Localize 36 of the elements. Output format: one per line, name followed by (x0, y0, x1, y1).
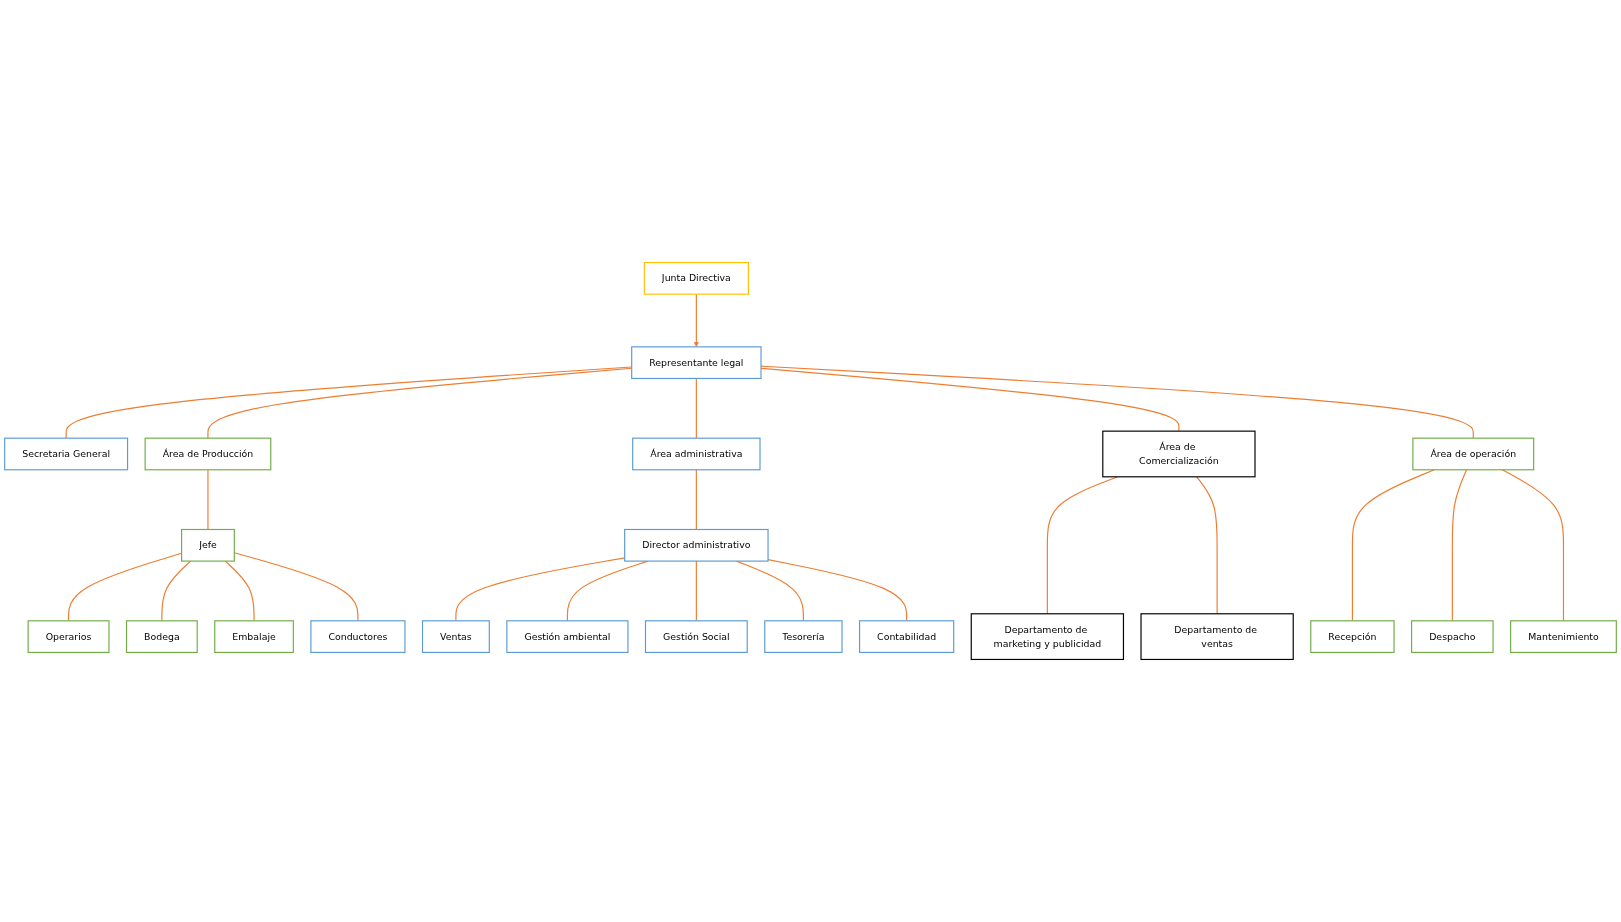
node-box: Departamento de marketing y publicidad (970, 613, 1125, 661)
connector (1046, 476, 1119, 615)
node-box: Despacho (1411, 620, 1494, 653)
node-box: Secretaria General (4, 437, 129, 471)
node-box: Departamento de ventas (1140, 613, 1294, 661)
node-box: Embalaje (214, 620, 294, 653)
connector (224, 560, 255, 622)
node-box: Junta Directiva (643, 261, 749, 295)
node-box: Gestión ambiental (506, 620, 629, 653)
node-box: Representante legal (631, 346, 762, 380)
connector (207, 469, 209, 531)
node-box: Mantenimiento (1510, 620, 1617, 653)
connector (695, 469, 697, 531)
connector (1196, 476, 1218, 615)
node-box: Área de Comercialización (1102, 430, 1256, 478)
node-box: Conductores (310, 620, 406, 653)
connector (1451, 469, 1468, 622)
node-box: Contabilidad (858, 620, 955, 653)
node-box: Ventas (421, 620, 490, 653)
connector (767, 559, 908, 622)
connector (695, 560, 697, 622)
node-box: Operarios (27, 620, 110, 653)
node-box: Área administrativa (632, 437, 761, 471)
node-box: Tesorería (764, 620, 843, 653)
node-box: Área de operación (1412, 437, 1535, 471)
node-box: Gestión Social (644, 620, 748, 653)
connector (695, 377, 697, 439)
arrow (693, 293, 699, 348)
node-box: Bodega (125, 620, 198, 653)
node-box: Jefe (181, 528, 235, 562)
node-box: Director administrativo (624, 528, 769, 562)
connector (1351, 469, 1435, 622)
node-box: Recepción (1310, 620, 1395, 653)
node-box: Área de Producción (144, 437, 272, 471)
connector (1501, 469, 1565, 622)
connector (161, 560, 192, 622)
